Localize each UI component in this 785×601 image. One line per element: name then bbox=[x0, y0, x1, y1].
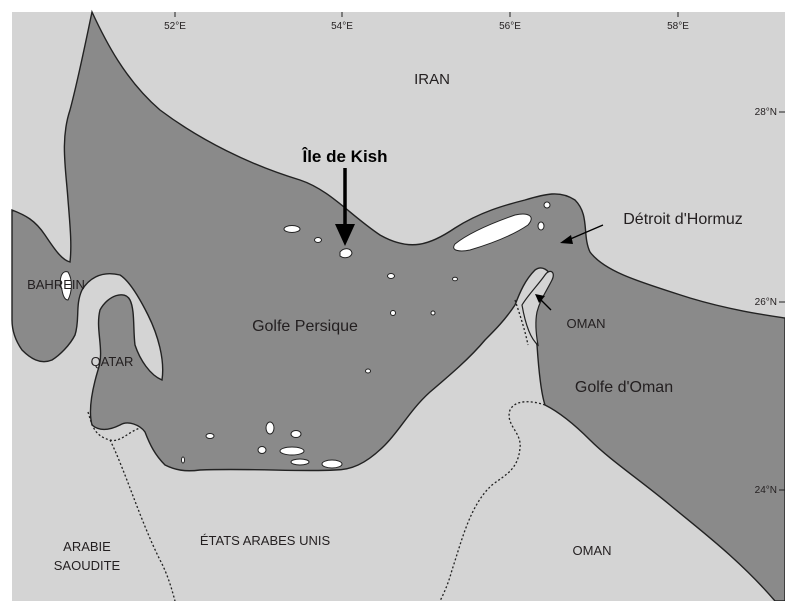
small-islands bbox=[181, 201, 551, 469]
island bbox=[290, 458, 310, 466]
lat-label-26: 26°N bbox=[755, 297, 777, 308]
island bbox=[452, 276, 458, 282]
island bbox=[321, 459, 343, 469]
label-persian-gulf: Golfe Persique bbox=[252, 318, 358, 335]
hormuz-arrow bbox=[560, 224, 604, 244]
island bbox=[257, 446, 267, 454]
island bbox=[390, 310, 396, 316]
label-uae: ÉTATS ARABES UNIS bbox=[200, 533, 331, 548]
label-bahrain: BAHREIN bbox=[27, 277, 85, 292]
lon-label-58: 58°E bbox=[667, 21, 689, 32]
label-arabie: ARABIE bbox=[63, 539, 111, 554]
island bbox=[290, 430, 302, 438]
label-gulf-of-oman: Golfe d'Oman bbox=[575, 379, 673, 396]
island bbox=[283, 225, 301, 233]
qeshm-island bbox=[453, 213, 532, 252]
label-kish: Île de Kish bbox=[301, 147, 387, 166]
label-oman-musandam: OMAN bbox=[567, 316, 606, 331]
lat-label-24: 24°N bbox=[755, 485, 777, 496]
island bbox=[279, 446, 305, 456]
lon-label-56: 56°E bbox=[499, 21, 521, 32]
sea-area bbox=[11, 9, 785, 601]
bahrain-island bbox=[59, 271, 72, 301]
label-hormuz: Détroit d'Hormuz bbox=[623, 211, 743, 228]
border-uae-oman bbox=[439, 401, 546, 601]
kish-island bbox=[339, 248, 353, 259]
lon-label-52: 52°E bbox=[164, 21, 186, 32]
lon-label-54: 54°E bbox=[331, 21, 353, 32]
island bbox=[537, 221, 545, 231]
label-iran: IRAN bbox=[414, 71, 450, 88]
label-oman-main: OMAN bbox=[573, 543, 612, 558]
island bbox=[181, 456, 185, 464]
island bbox=[205, 433, 215, 439]
label-qatar: QATAR bbox=[91, 354, 134, 369]
island bbox=[387, 273, 395, 279]
island bbox=[265, 421, 275, 435]
border-musandam bbox=[514, 299, 529, 346]
island bbox=[365, 368, 371, 374]
island bbox=[314, 237, 322, 243]
latitude-graticule: 28°N 26°N 24°N bbox=[755, 107, 785, 496]
island bbox=[430, 310, 436, 316]
kish-arrow bbox=[335, 168, 355, 246]
label-saoudite: SAOUDITE bbox=[54, 558, 121, 573]
island bbox=[543, 201, 551, 209]
oman-musandam-arrow bbox=[535, 294, 552, 311]
lat-label-28: 28°N bbox=[755, 107, 777, 118]
longitude-graticule: 52°E 54°E 56°E 58°E bbox=[164, 12, 689, 32]
border-saudi-uae bbox=[109, 439, 176, 601]
